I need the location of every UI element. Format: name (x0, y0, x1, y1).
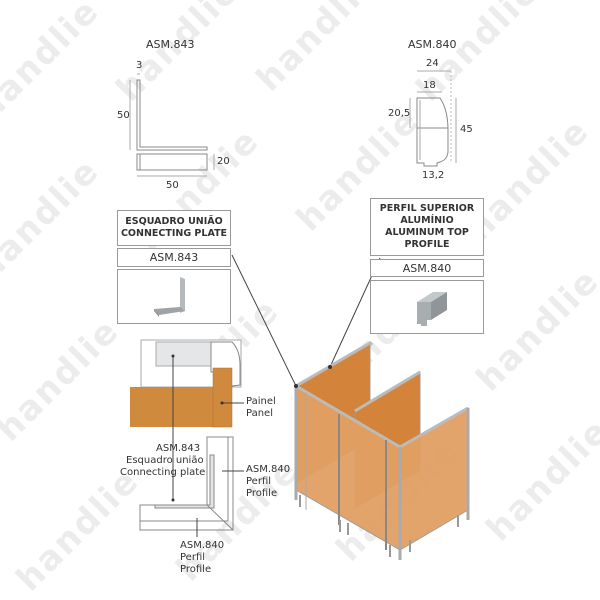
dimension-total-height: 45 (460, 124, 473, 135)
card-title-line: CONNECTING PLATE (120, 228, 228, 239)
profile-right-en: Profile (246, 488, 278, 499)
drawing-title-asm843: ASM.843 (146, 38, 195, 51)
dimension-depth: 20 (217, 156, 230, 167)
connecting-plate-icon (154, 277, 185, 317)
card-title-line: PERFIL SUPERIOR (379, 203, 475, 214)
card-code-asm843: ASM.843 (117, 248, 231, 267)
profile-right-code: ASM.840 (246, 464, 291, 475)
profile-right-pt: Perfil (246, 476, 272, 487)
product-code: ASM.843 (149, 251, 199, 264)
card-title-aluminum-profile: PERFIL SUPERIOR ALUMÍNIO ALUMINUM TOP PR… (370, 198, 484, 256)
card-title-line: ALUMÍNIO (400, 215, 454, 226)
plate-label-en: Connecting plate (120, 467, 206, 478)
profile-bottom-pt: Perfil (180, 552, 206, 563)
card-title-line: ALUMINUM TOP (385, 227, 469, 238)
card-image-aluminum-profile (370, 280, 484, 334)
profile-bottom-en: Profile (180, 564, 212, 575)
dimension-width-total: 24 (426, 58, 439, 69)
plate-label-pt: Esquadro união (126, 455, 204, 466)
dimension-height: 50 (117, 110, 130, 121)
product-code: ASM.840 (402, 261, 452, 275)
aluminum-profile-icon (417, 292, 447, 326)
card-title-line: ESQUADRO UNIÃO (125, 216, 223, 227)
dimension-upper-height: 20,5 (388, 108, 411, 119)
dimension-bottom-width: 13,2 (422, 170, 445, 181)
card-title-connecting-plate: ESQUADRO UNIÃO CONNECTING PLATE (117, 210, 231, 246)
card-title-line: PROFILE (404, 239, 450, 250)
panel-label-en: Panel (246, 408, 273, 419)
drawing-title-asm840: ASM.840 (408, 38, 457, 51)
profile-bottom-code: ASM.840 (180, 540, 225, 551)
plate-code-label: ASM.843 (156, 443, 201, 454)
panel-label-pt: Painel (246, 396, 276, 407)
dimension-width: 50 (166, 180, 179, 191)
card-code-asm840: ASM.840 (370, 259, 484, 277)
dimension-width-inner: 18 (423, 80, 436, 91)
dimension-thickness: 3 (136, 60, 143, 71)
card-image-connecting-plate (117, 269, 231, 324)
